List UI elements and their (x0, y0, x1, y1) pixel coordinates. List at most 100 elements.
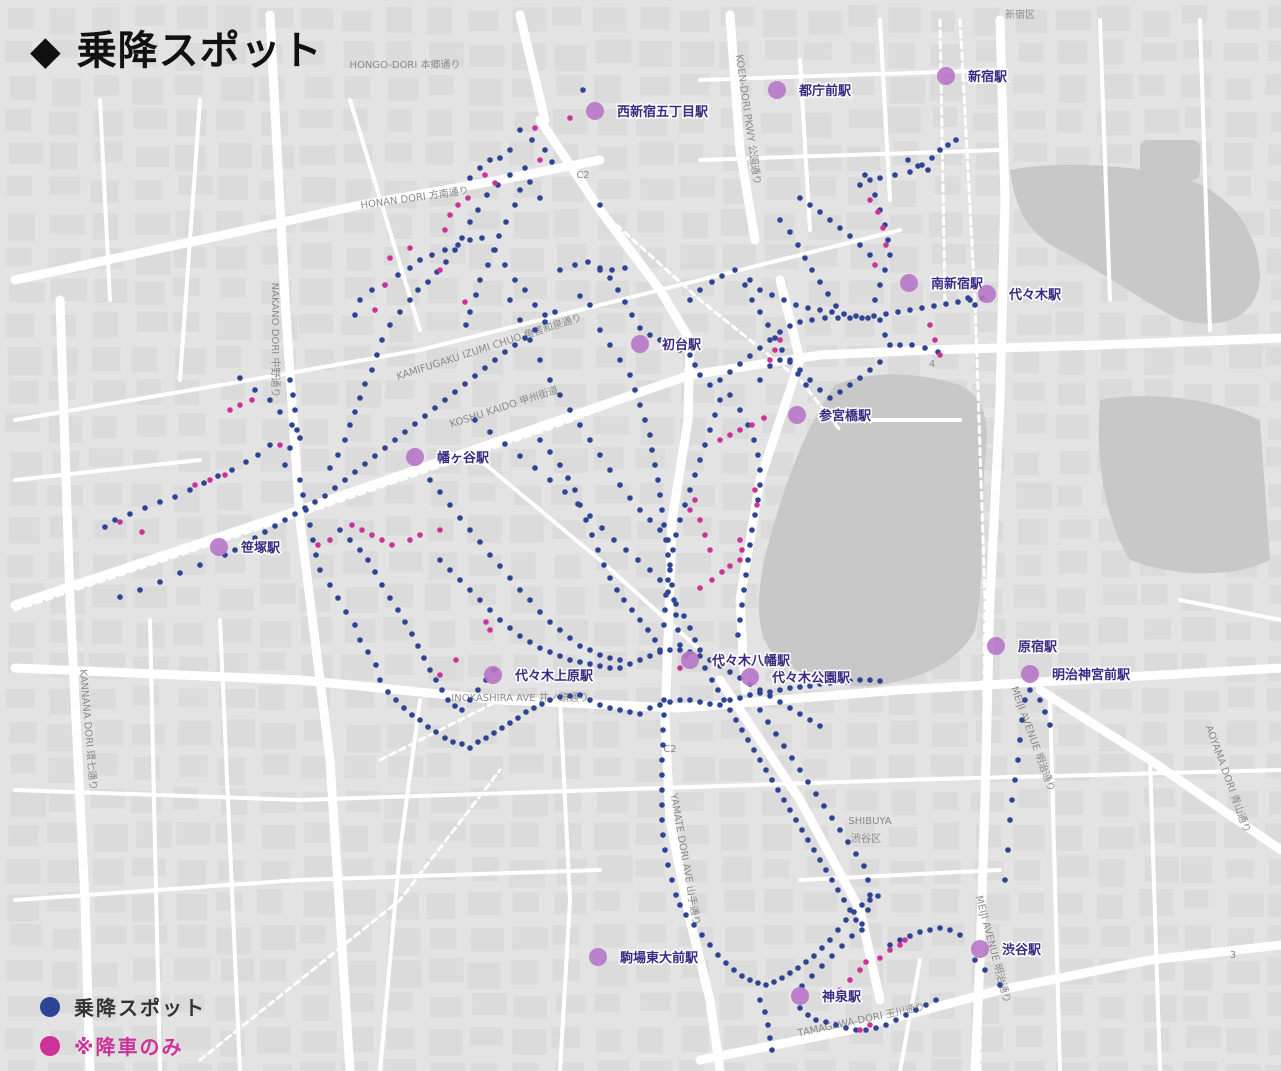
pickup-spot[interactable] (915, 163, 921, 169)
pickup-spot[interactable] (577, 692, 583, 698)
pickup-spot[interactable] (1022, 697, 1028, 703)
pickup-spot[interactable] (342, 437, 348, 443)
pickup-spot[interactable] (597, 452, 603, 458)
pickup-spot[interactable] (747, 353, 753, 359)
pickup-spot[interactable] (252, 535, 258, 541)
pickup-spot[interactable] (417, 257, 423, 263)
pickup-spot[interactable] (267, 442, 273, 448)
pickup-spot[interactable] (955, 299, 961, 305)
pickup-spot[interactable] (429, 252, 435, 258)
pickup-spot[interactable] (919, 305, 925, 311)
pickup-spot[interactable] (675, 627, 681, 633)
pickup-spot[interactable] (737, 695, 743, 701)
pickup-spot[interactable] (487, 429, 493, 435)
pickup-spot[interactable] (611, 537, 617, 543)
pickup-spot[interactable] (742, 282, 748, 288)
pickup-spot[interactable] (667, 342, 673, 348)
pickup-spot[interactable] (232, 547, 238, 553)
pickup-spot[interactable] (517, 587, 523, 593)
pickup-spot[interactable] (797, 1005, 803, 1011)
pickup-spot[interactable] (697, 372, 703, 378)
pickup-spot[interactable] (841, 897, 847, 903)
dropoff-spot[interactable] (875, 209, 881, 215)
pickup-spot[interactable] (909, 342, 915, 348)
pickup-spot[interactable] (532, 302, 538, 308)
pickup-spot[interactable] (661, 522, 667, 528)
pickup-spot[interactable] (637, 507, 643, 513)
pickup-spot[interactable] (472, 417, 478, 423)
pickup-spot[interactable] (372, 569, 378, 575)
pickup-spot[interactable] (657, 702, 663, 708)
pickup-spot[interactable] (522, 287, 528, 293)
pickup-spot[interactable] (615, 287, 621, 293)
pickup-spot[interactable] (587, 437, 593, 443)
pickup-spot[interactable] (667, 699, 673, 705)
pickup-spot[interactable] (839, 943, 845, 949)
dropoff-spot[interactable] (417, 532, 423, 538)
pickup-spot[interactable] (303, 507, 309, 513)
pickup-spot[interactable] (627, 709, 633, 715)
pickup-spot[interactable] (715, 687, 721, 693)
pickup-spot[interactable] (547, 377, 553, 383)
pickup-spot[interactable] (627, 495, 633, 501)
station-marker[interactable]: 神泉駅 (791, 987, 864, 1007)
pickup-spot[interactable] (387, 322, 393, 328)
pickup-spot[interactable] (853, 917, 859, 923)
dropoff-spot[interactable] (462, 299, 468, 305)
dropoff-spot[interactable] (237, 402, 243, 408)
dropoff-spot[interactable] (737, 537, 743, 543)
pickup-spot[interactable] (512, 342, 518, 348)
pickup-spot[interactable] (539, 701, 545, 707)
pickup-spot[interactable] (357, 637, 363, 643)
pickup-spot[interactable] (660, 832, 666, 838)
pickup-spot[interactable] (327, 582, 333, 588)
pickup-spot[interactable] (747, 977, 753, 983)
pickup-spot[interactable] (467, 697, 473, 703)
pickup-spot[interactable] (762, 1009, 768, 1015)
pickup-spot[interactable] (763, 767, 769, 773)
pickup-spot[interactable] (635, 557, 641, 563)
pickup-spot[interactable] (335, 595, 341, 601)
pickup-spot[interactable] (421, 655, 427, 661)
pickup-spot[interactable] (457, 577, 463, 583)
pickup-spot[interactable] (775, 787, 781, 793)
pickup-spot[interactable] (745, 557, 751, 563)
pickup-spot[interactable] (841, 311, 847, 317)
pickup-spot[interactable] (1017, 737, 1023, 743)
pickup-spot[interactable] (487, 607, 493, 613)
pickup-spot[interactable] (452, 389, 458, 395)
pickup-spot[interactable] (503, 219, 509, 225)
pickup-spot[interactable] (662, 607, 668, 613)
pickup-spot[interactable] (657, 647, 663, 653)
pickup-spot[interactable] (507, 575, 513, 581)
pickup-spot[interactable] (607, 342, 613, 348)
pickup-spot[interactable] (395, 607, 401, 613)
dropoff-spot[interactable] (117, 519, 123, 525)
pickup-spot[interactable] (379, 337, 385, 343)
pickup-spot[interactable] (945, 142, 951, 148)
pickup-spot[interactable] (817, 681, 823, 687)
pickup-spot[interactable] (482, 365, 488, 371)
pickup-spot[interactable] (827, 680, 833, 686)
pickup-spot[interactable] (492, 357, 498, 363)
pickup-spot[interactable] (747, 692, 753, 698)
pickup-spot[interactable] (427, 667, 433, 673)
pickup-spot[interactable] (522, 165, 528, 171)
pickup-spot[interactable] (665, 862, 671, 868)
pickup-spot[interactable] (397, 309, 403, 315)
pickup-spot[interactable] (779, 975, 785, 981)
dropoff-spot[interactable] (482, 172, 488, 178)
dropoff-spot[interactable] (847, 977, 853, 983)
dropoff-spot[interactable] (767, 357, 773, 363)
pickup-spot[interactable] (947, 927, 953, 933)
pickup-spot[interactable] (652, 637, 658, 643)
pickup-spot[interactable] (502, 349, 508, 355)
pickup-spot[interactable] (632, 387, 638, 393)
pickup-spot[interactable] (267, 397, 273, 403)
pickup-spot[interactable] (779, 347, 785, 353)
dropoff-spot[interactable] (442, 227, 448, 233)
pickup-spot[interactable] (477, 539, 483, 545)
pickup-spot[interactable] (412, 421, 418, 427)
station-marker[interactable]: 都庁前駅 (768, 81, 854, 101)
pickup-spot[interactable] (837, 827, 843, 833)
